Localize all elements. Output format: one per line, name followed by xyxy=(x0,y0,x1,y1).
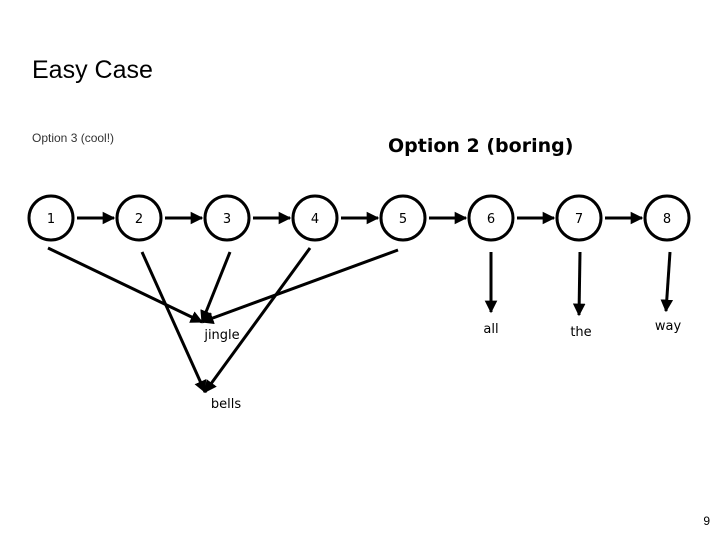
node-label: 1 xyxy=(47,212,55,227)
node-5: 5 xyxy=(379,194,427,242)
node-circle xyxy=(291,194,339,242)
node-label: 8 xyxy=(663,212,671,227)
page-number: 9 xyxy=(703,514,710,528)
edge-5-to-jingle xyxy=(200,248,399,325)
edge-8-to-way xyxy=(660,251,674,313)
edge-7-to-the xyxy=(572,251,586,317)
slide-title: Easy Case xyxy=(32,56,153,84)
node-circle xyxy=(643,194,691,242)
node-circle xyxy=(555,194,603,242)
node-label: 2 xyxy=(135,212,143,227)
node-label: 3 xyxy=(223,212,231,227)
word-way: way xyxy=(655,319,682,334)
node-6: 6 xyxy=(467,194,515,242)
node-3: 3 xyxy=(203,194,251,242)
edge-1-to-jingle xyxy=(47,246,204,324)
node-2: 2 xyxy=(115,194,163,242)
node-4: 4 xyxy=(291,194,339,242)
node-circle xyxy=(203,194,251,242)
option2-label: Option 2 (boring) xyxy=(388,135,574,157)
node-7: 7 xyxy=(555,194,603,242)
edge-2-to-bells xyxy=(140,251,207,394)
edge-3-to-jingle xyxy=(200,251,232,324)
node-label: 5 xyxy=(399,212,407,227)
option3-label: Option 3 (cool!) xyxy=(32,131,115,145)
edge-4-to-bells xyxy=(203,247,312,394)
node-8: 8 xyxy=(643,194,691,242)
node-circle xyxy=(379,194,427,242)
node-circle xyxy=(27,194,75,242)
node-label: 7 xyxy=(575,212,583,227)
node-circle xyxy=(115,194,163,242)
node-label: 6 xyxy=(487,212,495,227)
word-all: all xyxy=(483,322,498,337)
node-circle xyxy=(467,194,515,242)
node-label: 4 xyxy=(311,212,319,227)
word-the: the xyxy=(570,325,591,340)
word-jingle: jingle xyxy=(203,328,239,343)
word-bells: bells xyxy=(211,397,241,412)
node-1: 1 xyxy=(27,194,75,242)
